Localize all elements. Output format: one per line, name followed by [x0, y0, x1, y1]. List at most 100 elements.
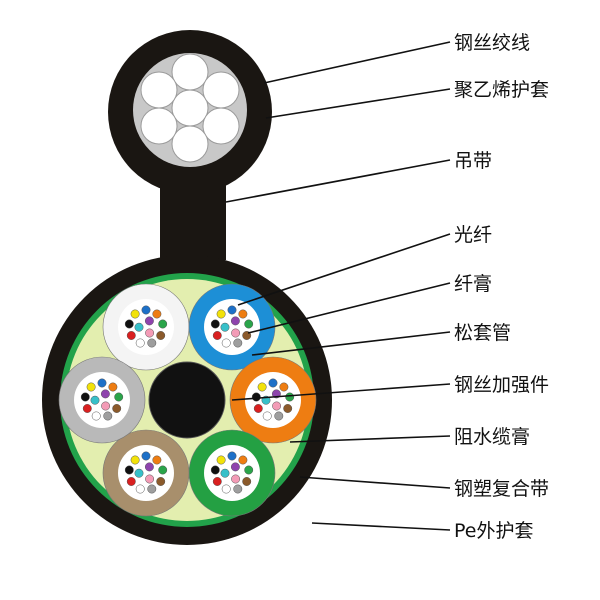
optical-fiber — [221, 484, 231, 494]
suspension-web — [160, 180, 226, 260]
optical-fiber — [210, 465, 220, 475]
optical-fiber — [230, 316, 240, 326]
optical-fiber — [147, 338, 157, 348]
loose-tube-green — [188, 429, 276, 517]
optical-fiber — [231, 474, 241, 484]
labels: 钢丝绞线 聚乙烯护套 吊带 光纤 纤膏 松套管 钢丝加强件 阻水缆膏 钢塑复合带… — [454, 32, 549, 542]
leader-line — [263, 41, 451, 84]
optical-fiber — [253, 404, 263, 413]
optical-fiber — [158, 319, 168, 329]
optical-fiber — [216, 309, 226, 319]
steel-wire-center — [171, 89, 209, 127]
optical-fiber — [257, 382, 267, 392]
loose-tube-white — [102, 283, 190, 371]
label-optical-fiber: 光纤 — [454, 224, 492, 246]
optical-fiber — [134, 468, 144, 478]
optical-fiber — [124, 319, 134, 329]
optical-fiber — [272, 401, 282, 411]
leader-line — [265, 88, 451, 119]
optical-fiber — [126, 331, 136, 340]
optical-fiber — [268, 378, 278, 388]
main-cable — [42, 255, 332, 545]
optical-fiber — [144, 316, 154, 326]
optical-fiber — [158, 465, 168, 475]
optical-fiber — [134, 322, 144, 332]
label-loose-tube: 松套管 — [454, 322, 511, 344]
steel-wire — [202, 71, 240, 109]
optical-fiber — [145, 328, 155, 338]
optical-fiber — [274, 411, 284, 421]
label-pe-sheath-messenger: 聚乙烯护套 — [454, 79, 549, 101]
optical-fiber — [86, 382, 96, 392]
optical-fiber — [279, 382, 289, 392]
loose-tube-orange — [229, 356, 317, 444]
optical-fiber — [124, 465, 134, 475]
optical-fiber — [230, 462, 240, 472]
loose-tube-blue — [188, 283, 276, 371]
optical-fiber — [82, 404, 92, 413]
optical-fiber — [135, 338, 145, 348]
leader-line — [231, 383, 451, 401]
steel-wire — [202, 107, 240, 145]
optical-fiber — [251, 392, 261, 402]
label-water-blocking-compound: 阻水缆膏 — [454, 425, 530, 448]
optical-fiber — [238, 455, 248, 465]
leader-lines — [225, 41, 451, 531]
optical-fiber — [242, 477, 252, 486]
optical-fiber — [130, 309, 140, 319]
optical-fiber — [221, 338, 231, 348]
optical-fiber — [130, 455, 140, 465]
steel-wire — [171, 53, 209, 91]
label-steel-strength-member: 钢丝加强件 — [454, 374, 549, 396]
steel-wire — [140, 71, 178, 109]
optical-fiber — [114, 392, 124, 402]
label-suspension-web: 吊带 — [454, 150, 492, 172]
optical-fiber — [227, 305, 237, 315]
optical-fiber — [216, 455, 226, 465]
leader-line — [225, 159, 451, 203]
optical-fiber — [101, 401, 111, 411]
optical-fiber — [97, 378, 107, 388]
messenger-wire — [108, 30, 272, 194]
optical-fiber — [212, 477, 222, 486]
optical-fiber — [233, 338, 243, 348]
optical-fiber — [141, 305, 151, 315]
optical-fiber — [152, 309, 162, 319]
optical-fiber — [262, 411, 272, 421]
optical-fiber — [283, 404, 293, 413]
steel-wire — [171, 125, 209, 163]
loose-tubes — [58, 283, 317, 517]
optical-fiber — [144, 462, 154, 472]
steel-wire — [140, 107, 178, 145]
optical-fiber — [147, 484, 157, 494]
optical-fiber — [108, 382, 118, 392]
central-steel-strength-member — [148, 361, 226, 439]
optical-fiber — [212, 331, 222, 340]
optical-fiber — [152, 455, 162, 465]
optical-fiber — [91, 411, 101, 421]
optical-fiber — [145, 474, 155, 484]
leader-line — [311, 522, 451, 531]
label-fiber-gel: 纤膏 — [454, 272, 492, 295]
optical-fiber — [126, 477, 136, 486]
label-steel-strand: 钢丝绞线 — [454, 32, 530, 54]
optical-fiber — [244, 465, 254, 475]
leader-line — [237, 233, 451, 306]
label-pe-outer-sheath: Pe外护套 — [454, 520, 533, 542]
leader-line — [289, 435, 451, 443]
optical-fiber — [156, 331, 166, 340]
leader-line — [247, 282, 451, 334]
loose-tube-gray — [58, 356, 146, 444]
optical-fiber — [244, 319, 254, 329]
optical-fiber — [135, 484, 145, 494]
label-steel-plastic-tape: 钢塑复合带 — [454, 478, 549, 500]
optical-fiber — [227, 451, 237, 461]
optical-fiber — [80, 392, 90, 402]
optical-fiber — [112, 404, 122, 413]
loose-tube-brown — [102, 429, 190, 517]
optical-fiber — [233, 484, 243, 494]
optical-fiber — [231, 328, 241, 338]
optical-fiber — [210, 319, 220, 329]
optical-fiber — [90, 395, 100, 405]
optical-fiber — [220, 468, 230, 478]
